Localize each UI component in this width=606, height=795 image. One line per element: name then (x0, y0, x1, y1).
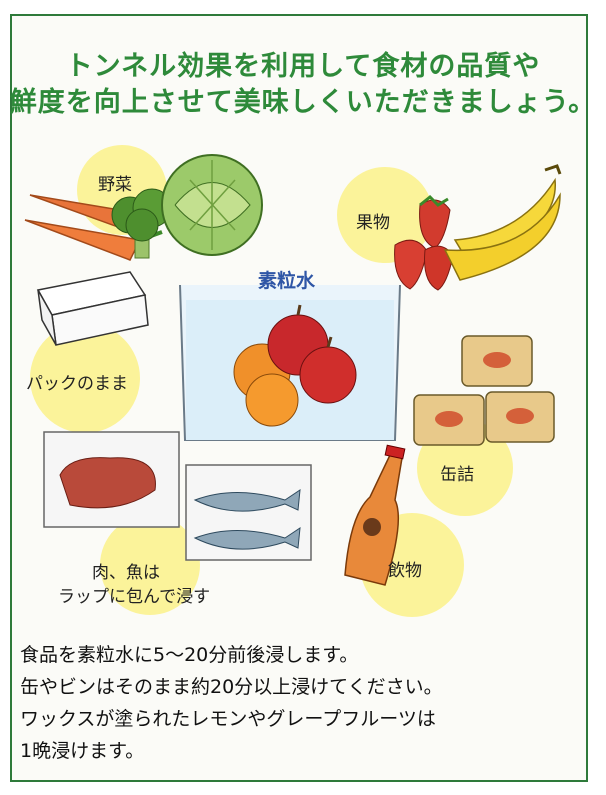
instruction-line-3: ワックスが塗られたレモンやグレープフルーツは (20, 708, 436, 730)
label-meat-fish-1: 肉、魚は (92, 563, 160, 583)
label-drinks: 飲物 (388, 561, 422, 581)
bottle-icon (344, 444, 406, 586)
broccoli-icon (111, 188, 172, 259)
label-cans: 缶詰 (440, 465, 474, 485)
banana-icon (443, 164, 562, 281)
instruction-line-4: 1晩浸けます。 (20, 740, 145, 762)
headline-line2: 鮮度を向上させて美味しくいただきましょう。 (9, 87, 597, 118)
label-meat-fish-2: ラップに包んで浸す (58, 587, 211, 607)
strawberry-icon (394, 194, 454, 291)
highlight-circle-pack (30, 323, 140, 433)
label-vegetables: 野菜 (98, 175, 132, 195)
apple-orange-icon (233, 304, 357, 427)
fish-bag-icon (185, 464, 312, 561)
pack-container-icon (36, 271, 149, 346)
can-icon (413, 335, 555, 446)
highlight-circle-meat (100, 515, 200, 615)
label-pack: パックのまま (26, 374, 128, 394)
label-water: 素粒水 (258, 270, 316, 292)
headline-line1: トンネル効果を利用して食材の品質や (65, 51, 541, 82)
instruction-line-1: 食品を素粒水に5〜20分前後浸します。 (20, 644, 359, 666)
meat-bag-icon (43, 431, 180, 528)
instruction-line-2: 缶やビンはそのまま約20分以上浸けてください。 (20, 676, 443, 698)
label-fruits: 果物 (356, 213, 390, 233)
cabbage-icon (161, 154, 263, 256)
highlight-circle-fruits (337, 167, 433, 263)
